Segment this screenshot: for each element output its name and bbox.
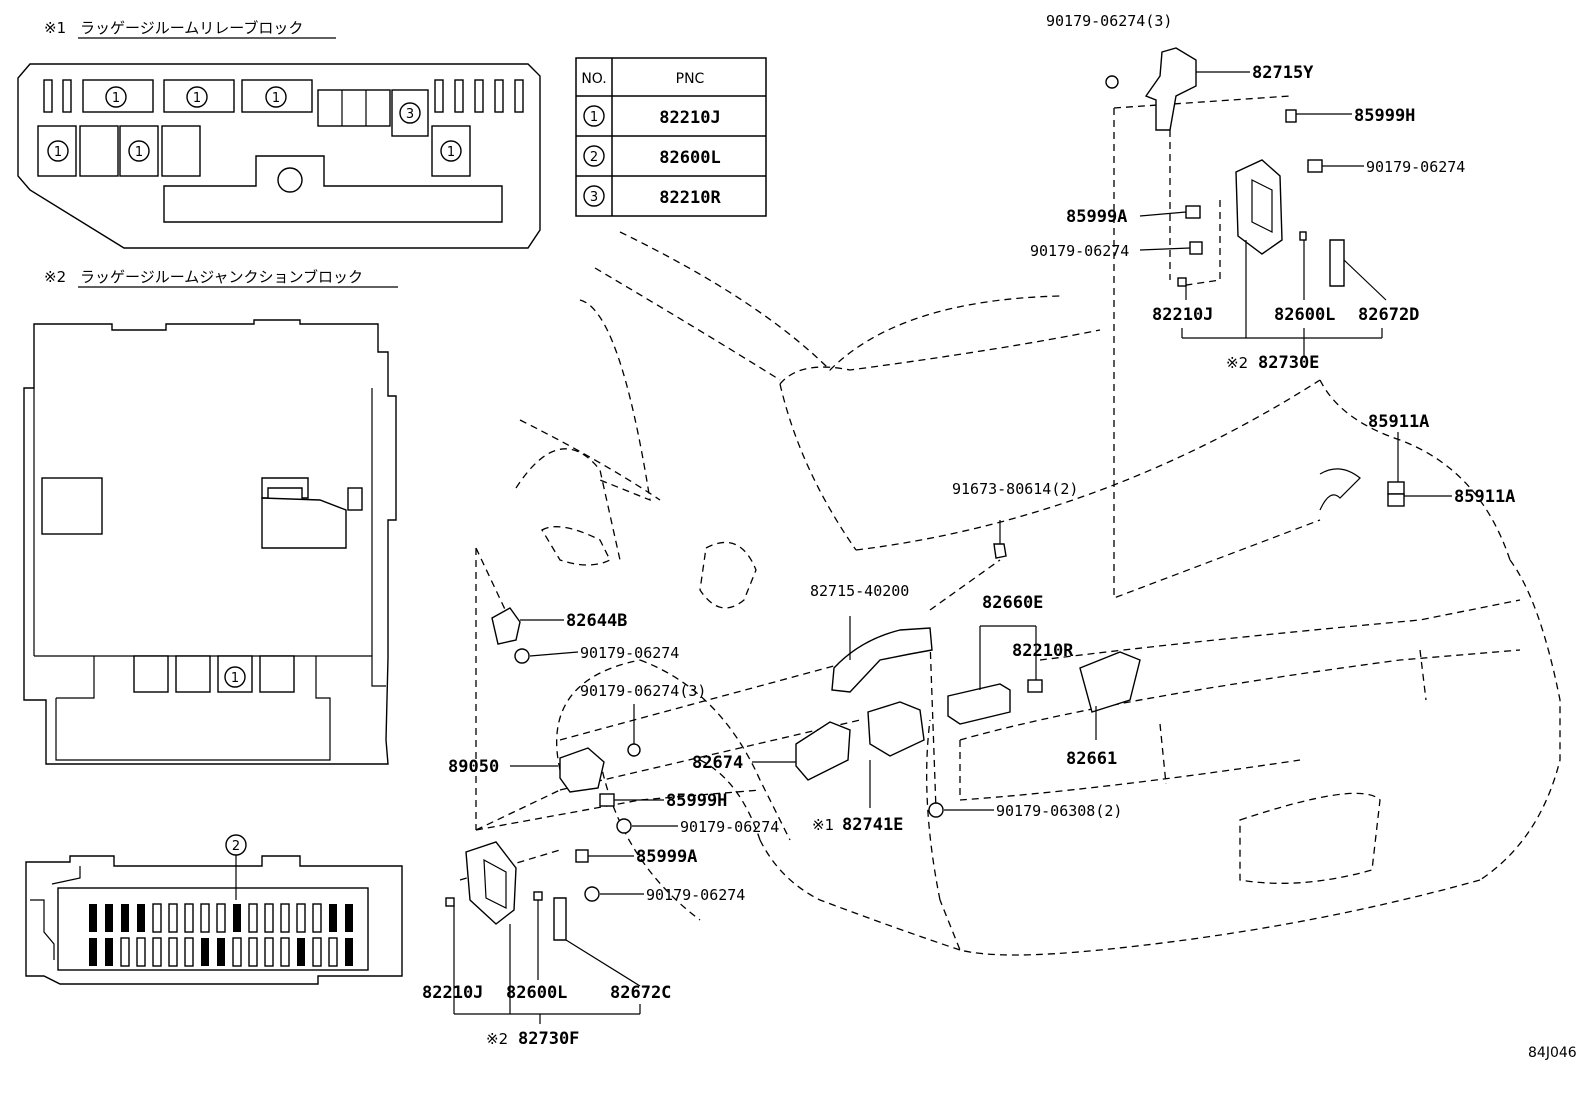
fuse-row-bottom [89,937,353,967]
relay-block-82741e [867,701,925,757]
marker-1: 1 [193,91,201,106]
part-label: 82660E [982,593,1043,613]
part-label: 82672C [610,983,671,1003]
part-label: 82210J [1152,305,1213,325]
pnc-table: NO. PNC 1 82210J 2 82600L 3 82210R [575,57,767,217]
bracket-82715y [1105,47,1197,131]
part-label: 90179-06274(3) [580,682,706,700]
bolt-91673 [993,520,1007,559]
computer-89050 [559,704,641,793]
junction-block-title-text: ラッゲージルームジャンクションブロック [80,268,363,286]
junction-block: 1 [23,319,397,765]
table-row-no: 2 [590,150,598,165]
part-label: 90179-06274 [1030,242,1129,260]
part-label: 82672D [1358,305,1419,325]
table-header-pnc: PNC [676,71,705,87]
part-label: 82674 [692,753,743,773]
reference-code: 84J046 [1528,1045,1577,1061]
relay-block-title: ※1 ラッゲージルームリレーブロック [44,19,336,39]
vehicle-body-outline [515,231,1561,956]
module-82661 [1079,651,1141,713]
marker-1: 1 [135,145,143,160]
clips-85911a [1319,468,1405,511]
part-label: 82741E [842,815,903,835]
part-label: 82210R [1012,641,1074,661]
junction-block-title: ※2 ラッゲージルームジャンクションブロック [44,268,398,288]
relay-block-title-text: ラッゲージルームリレーブロック [80,19,303,37]
nut-mid [575,818,632,902]
part-label: 85911A [1368,412,1429,432]
part-label: 82730F [518,1029,579,1049]
marker-1: 1 [54,145,62,160]
bracket-82715-40200 [831,627,933,693]
marker-2: 2 [232,839,240,854]
part-label: 82644B [566,611,627,631]
part-label: 82210J [422,983,483,1003]
table-row-no: 1 [590,110,598,125]
part-label: 90179-06274(3) [1046,12,1172,30]
part-label: 90179-06274 [1366,158,1465,176]
junction-module-bottom [445,841,567,941]
relay-82660e [947,679,1043,725]
part-label: 85999A [636,847,697,867]
part-label: 85999H [1354,106,1415,126]
part-label: 82715Y [1252,63,1314,83]
relay-block: 1 1 1 3 1 1 1 [17,63,541,249]
marker-3: 3 [406,107,414,122]
table-row-pnc: 82210R [659,188,721,208]
junction-module-top [1177,109,1345,287]
nut-90179-06308 [928,802,944,818]
part-label: 90179-06308(2) [996,802,1122,820]
part-label: 90179-06274 [646,886,745,904]
table-row-pnc: 82600L [659,148,720,168]
part-label: 91673-80614(2) [952,480,1078,498]
part-label: 82600L [506,983,567,1003]
part-label: 85999A [1066,207,1127,227]
part-label: 90179-06274 [680,818,779,836]
part-label: 82730E [1258,353,1319,373]
part-mark: ※2 [486,1030,508,1048]
part-labels: 90179-06274(3) 82715Y 85999H 90179-06274… [422,12,1515,1049]
bracket-82674 [795,721,851,781]
part-label: 82600L [1274,305,1335,325]
fuse-block: 2 [25,834,403,985]
marker-1: 1 [447,145,455,160]
part-label: 89050 [448,757,499,777]
part-mark: ※2 [1226,354,1248,372]
bracket-82644b [491,607,530,664]
marker-1: 1 [272,91,280,106]
relay-block-mark: ※1 [44,19,66,37]
part-label: 90179-06274 [580,644,679,662]
leader-lines [453,71,1452,1024]
part-label: 85911A [1454,487,1515,507]
fuse-row-top [89,903,353,933]
marker-1: 1 [231,671,239,686]
part-mark: ※1 [812,816,834,834]
part-label: 85999H [666,791,727,811]
part-label: 82715-40200 [810,582,909,600]
junction-block-mark: ※2 [44,268,66,286]
clip-85999h-mid [599,793,615,807]
table-row-pnc: 82210J [659,108,720,128]
table-row-no: 3 [590,190,598,205]
marker-1: 1 [112,91,120,106]
table-header-no: NO. [581,71,606,87]
part-label: 82661 [1066,749,1117,769]
